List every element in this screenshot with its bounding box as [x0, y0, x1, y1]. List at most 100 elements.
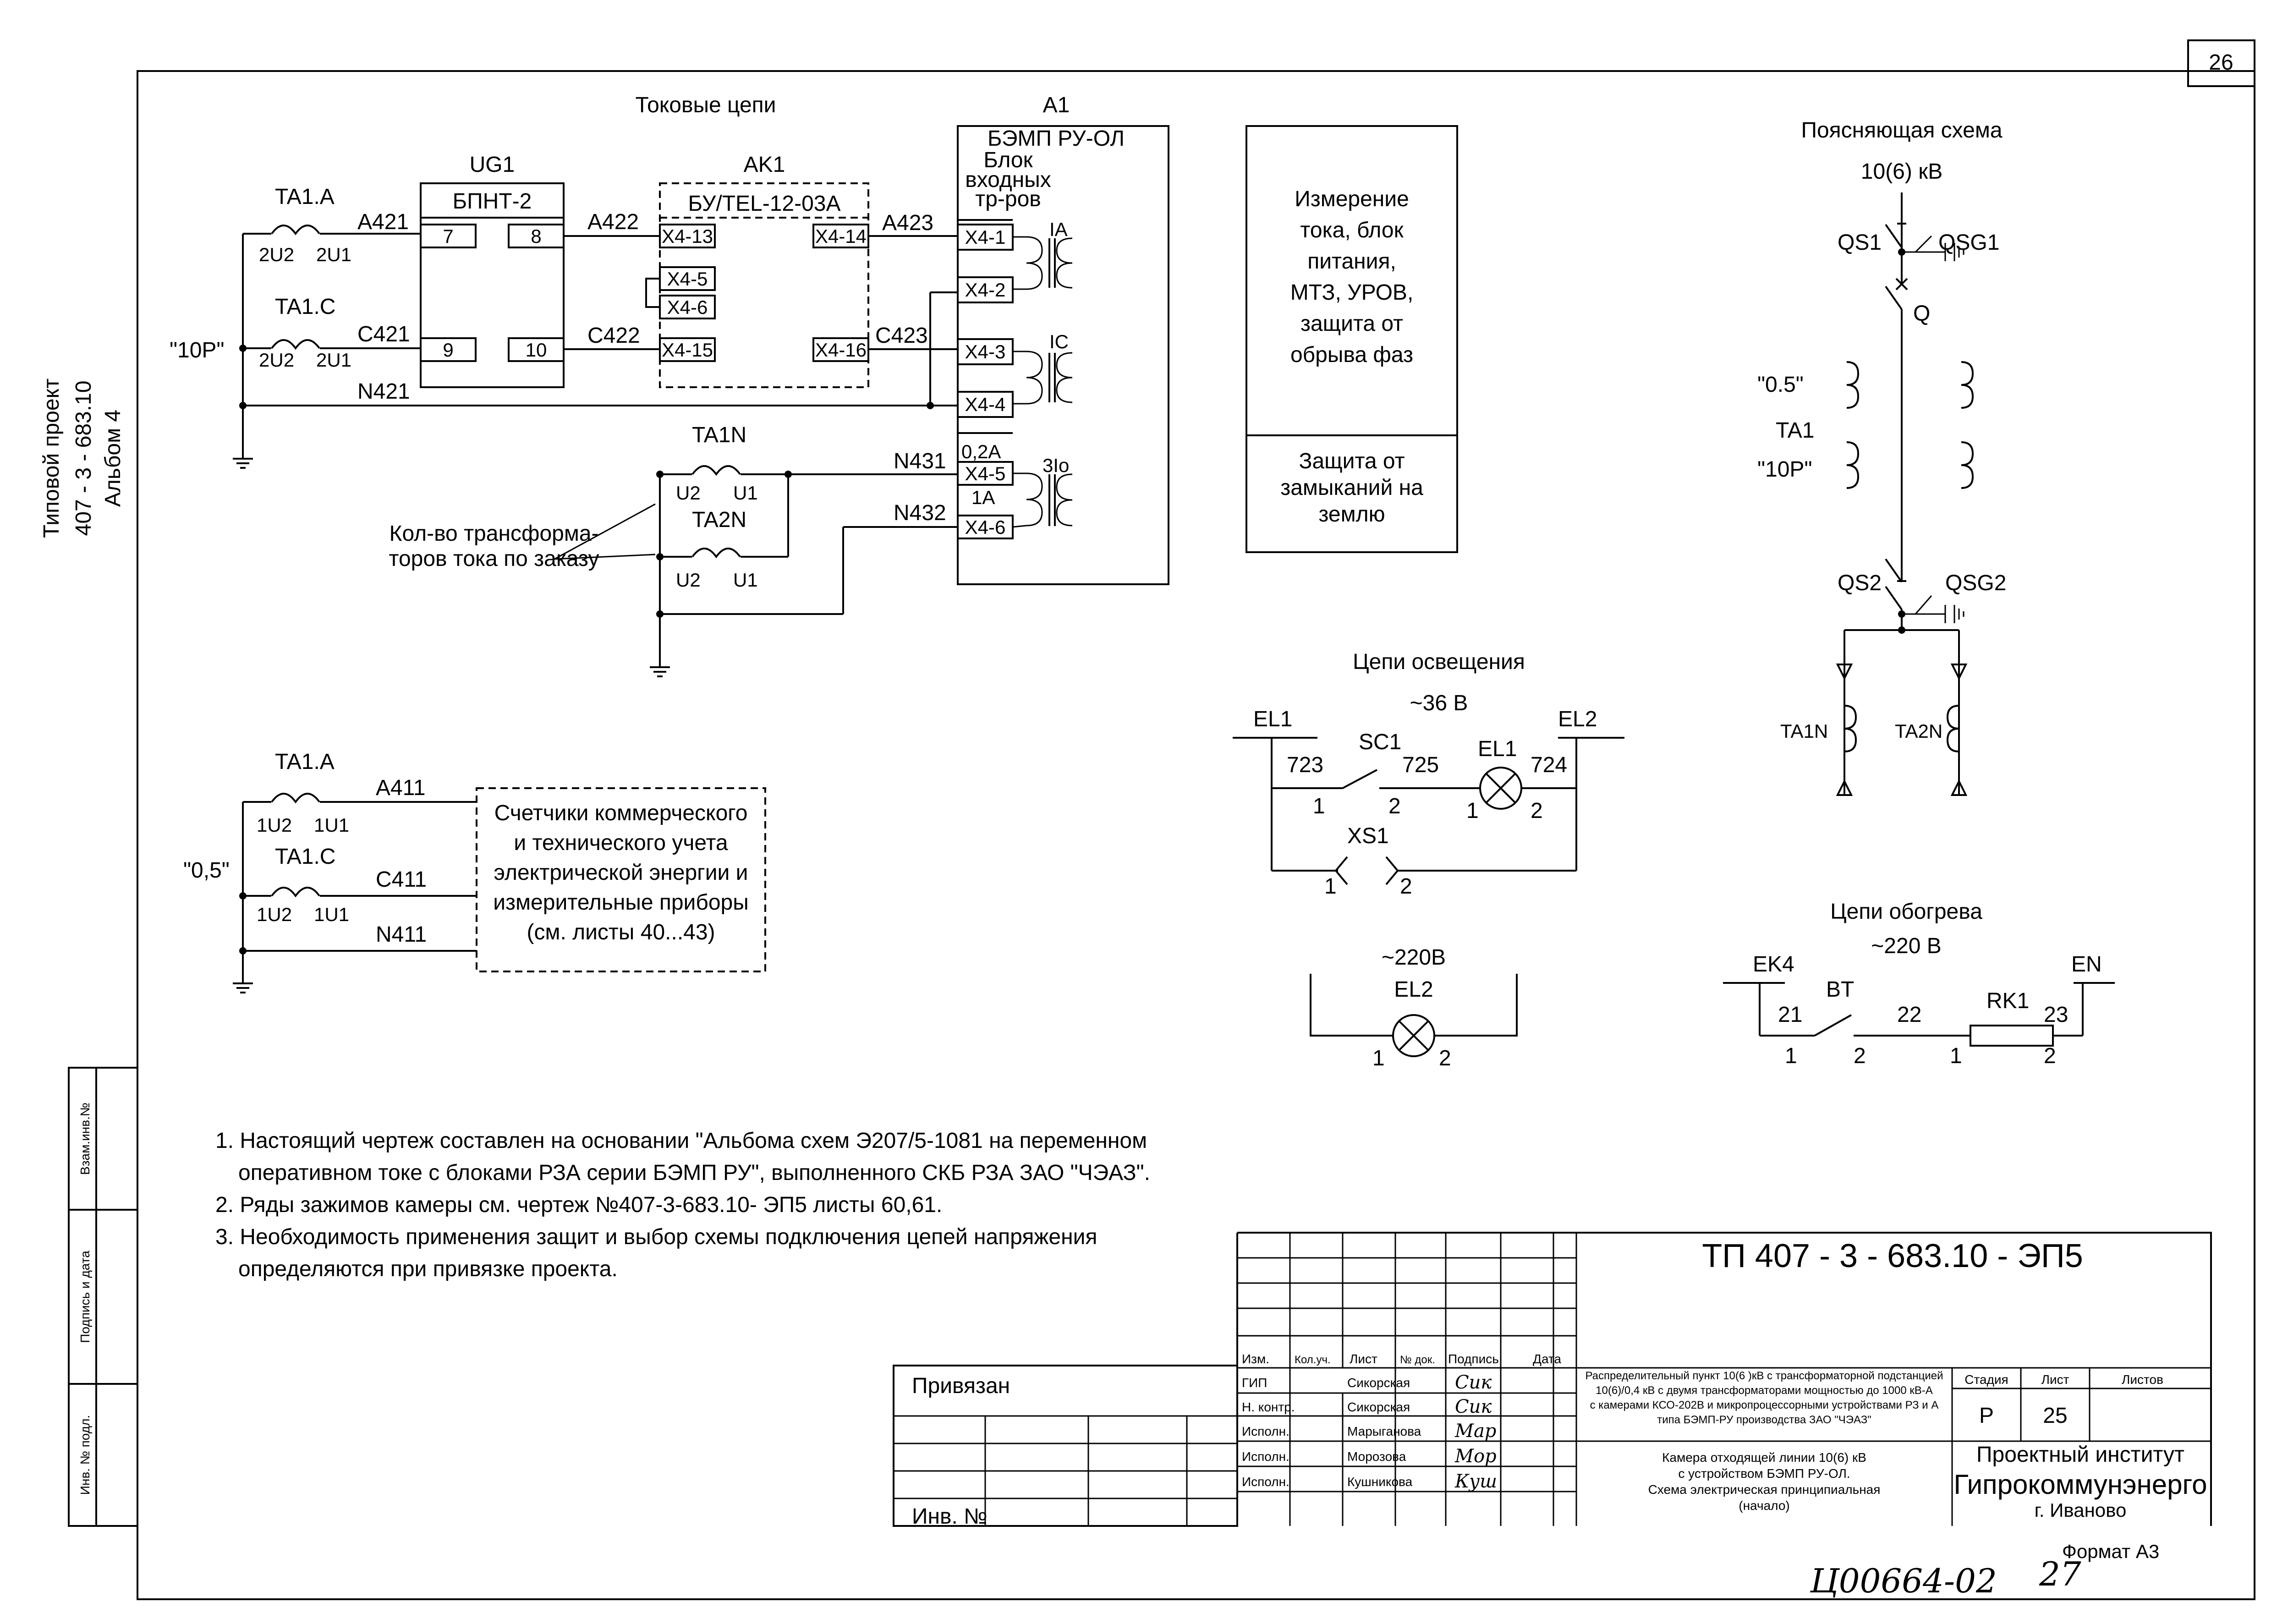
ak1-x4-15: X4-15: [662, 339, 713, 361]
explanatory-acc-05: "0.5": [1757, 373, 1804, 397]
lighting-el1-pin-2: 2: [1531, 799, 1543, 823]
title-signature-5: Куш: [1454, 1471, 1497, 1492]
ak1-label: AK1: [744, 153, 785, 177]
title-project-desc-2: 10(6)/0,4 кВ с двумя трансформаторами мо…: [1596, 1384, 1933, 1397]
heating-wire-21: 21: [1778, 1003, 1802, 1027]
a1-ia-label: IA: [1049, 219, 1068, 240]
lighting-wire-725: 725: [1402, 753, 1439, 777]
wire-n411: N411: [376, 922, 427, 947]
wire-n431: N431: [894, 449, 946, 473]
function-text-1: Измерение: [1295, 187, 1409, 211]
note-3-line-1: 3. Необходимость применения защит и выбо…: [215, 1225, 1097, 1249]
title-name-4: Морозова: [1347, 1449, 1406, 1464]
accuracy-class-05: "0,5": [183, 858, 230, 883]
heating-bt-pin-2: 2: [1854, 1044, 1866, 1068]
ct-ta1c-2u1: 2U1: [316, 349, 351, 371]
title-sheets-label: Листов: [2122, 1372, 2163, 1387]
lighting-voltage-220: ~220В: [1382, 945, 1446, 970]
lighting-title: Цепи освещения: [1353, 650, 1525, 674]
lighting-el2-pin-1: 1: [1372, 1046, 1385, 1070]
ct-ta1a-label: TA1.A: [275, 185, 335, 209]
title-role-5: Исполн.: [1242, 1475, 1289, 1489]
qs2-label: QS2: [1838, 571, 1882, 595]
a1-3io-label: 3Io: [1042, 455, 1069, 476]
ct-ta2n-u2: U2: [676, 569, 701, 591]
a1-range-02a: 0,2A: [961, 441, 1001, 462]
a1-x4-2: X4-2: [965, 279, 1006, 301]
heating-rk1-pin-1: 1: [1950, 1044, 1962, 1068]
note-3-line-2: определяются при привязке проекта.: [238, 1257, 618, 1281]
drawing-notes: 1. Настоящий чертеж составлен на основан…: [215, 1129, 1150, 1281]
explanatory-scheme: Поясняющая схема 10(6) кВ QS1 QSG1 Q "0.…: [1757, 118, 2006, 796]
title-sheet-desc-4: (начало): [1739, 1498, 1789, 1513]
function-text-9: землю: [1318, 502, 1385, 527]
heating-bt: BT: [1826, 977, 1854, 1002]
ak1-x4-13: X4-13: [662, 225, 713, 247]
lighting-sc1: SC1: [1359, 730, 1401, 754]
explanatory-title: Поясняющая схема: [1801, 118, 2002, 143]
title-stage-label: Стадия: [1964, 1372, 2008, 1387]
a1-block-line-2: входных: [965, 168, 1051, 192]
function-text-5: защита от: [1300, 312, 1403, 336]
qsg2-label: QSG2: [1945, 571, 2006, 595]
explanatory-ta1n: TA1N: [1780, 720, 1828, 742]
qsg1-label: QSG1: [1938, 230, 1999, 255]
title-signature-1: Сик: [1455, 1372, 1492, 1393]
metering-box-line-4: измерительные приборы: [493, 890, 749, 915]
meter-ct-ta1c-1u2: 1U2: [257, 904, 292, 925]
title-org-line-1: Проектный институт: [1976, 1443, 2184, 1467]
note-1-line-1: 1. Настоящий чертеж составлен на основан…: [215, 1129, 1147, 1153]
heating-circuits: Цепи обогрева ~220 В EK4 EN 21 BT 22 RK1…: [1723, 900, 2115, 1068]
a1-ic-label: IC: [1049, 331, 1069, 352]
lighting-wire-723: 723: [1287, 753, 1323, 777]
lighting-wire-724: 724: [1531, 753, 1567, 777]
title-sheet-desc-3: Схема электрическая принципиальная: [1648, 1482, 1881, 1497]
ug1-terminal-8: 8: [531, 225, 541, 247]
meter-ct-ta1a-label: TA1.A: [275, 750, 335, 774]
meter-ct-ta1c-label: TA1.C: [275, 845, 335, 869]
note-2: 2. Ряды зажимов камеры см. чертеж №407-3…: [215, 1193, 942, 1217]
title-header-count: Кол.уч.: [1295, 1354, 1331, 1366]
title-doc-code: ТП 407 - 3 - 683.10 - ЭП5: [1702, 1238, 2083, 1274]
wire-a411: A411: [376, 776, 426, 800]
title-inv-label: Инв. №: [912, 1504, 988, 1529]
lighting-circuits: Цепи освещения ~36 В EL1 EL2 723 SC1 725…: [1233, 650, 1624, 1070]
a1-type: БЭМП РУ-ОЛ: [988, 126, 1125, 151]
side-stamp-line-2: 407 - 3 - 683.10: [71, 381, 96, 536]
explanatory-acc-10p: "10Р": [1757, 457, 1812, 482]
heating-voltage: ~220 В: [1871, 934, 1941, 958]
a1-x4-4: X4-4: [965, 394, 1006, 415]
title-sheet-desc-1: Камера отходящей линии 10(6) кВ: [1662, 1450, 1866, 1465]
title-name-1: Сикорская: [1347, 1376, 1410, 1390]
lighting-xs1-pin-1: 1: [1324, 874, 1337, 899]
title-header-sheet: Лист: [1350, 1352, 1377, 1366]
title-org-line-3: г. Иваново: [2035, 1499, 2127, 1521]
lighting-sc1-pin-1: 1: [1313, 794, 1325, 818]
title-role-3: Исполн.: [1242, 1424, 1289, 1438]
title-name-3: Марыганова: [1347, 1424, 1421, 1438]
lighting-bus-el1: EL1: [1253, 707, 1292, 731]
wire-c411: C411: [376, 867, 427, 892]
title-name-2: Сикорская: [1347, 1400, 1410, 1414]
ct-quantity-note-line-1: Кол-во трансформа-: [389, 521, 598, 546]
function-text-7: Защита от: [1299, 449, 1405, 473]
function-text-3: питания,: [1307, 249, 1396, 274]
current-circuits: Токовые цепи "10Р" TA1.A 2U2 2U1 A421 TA…: [170, 93, 1169, 677]
ak1-x4-5: X4-5: [667, 268, 708, 290]
metering-box-line-2: и технического учета: [514, 831, 728, 855]
function-box: Измерение тока, блок питания, МТЗ, УРОВ,…: [1245, 125, 1458, 553]
ct-ta1a-2u2: 2U2: [259, 244, 294, 265]
a1-x4-3: X4-3: [965, 341, 1006, 362]
title-role-2: Н. контр.: [1242, 1400, 1295, 1414]
a1-block-line-3: тр-ров: [975, 187, 1041, 211]
title-header-doc: № док.: [1400, 1354, 1435, 1366]
metering-circuits: "0,5" TA1.A 1U2 1U1 A411 TA1.C 1U2 1U1 C…: [183, 750, 766, 993]
ak1-x4-6: X4-6: [667, 296, 708, 318]
ug1-terminal-7: 7: [443, 225, 453, 247]
title-role-4: Исполн.: [1242, 1449, 1289, 1464]
wire-c423: C423: [875, 324, 928, 348]
a1-block-line-1: Блок: [983, 148, 1033, 172]
title-role-1: ГИП: [1242, 1376, 1267, 1390]
explanatory-ta2n: TA2N: [1895, 720, 1942, 742]
